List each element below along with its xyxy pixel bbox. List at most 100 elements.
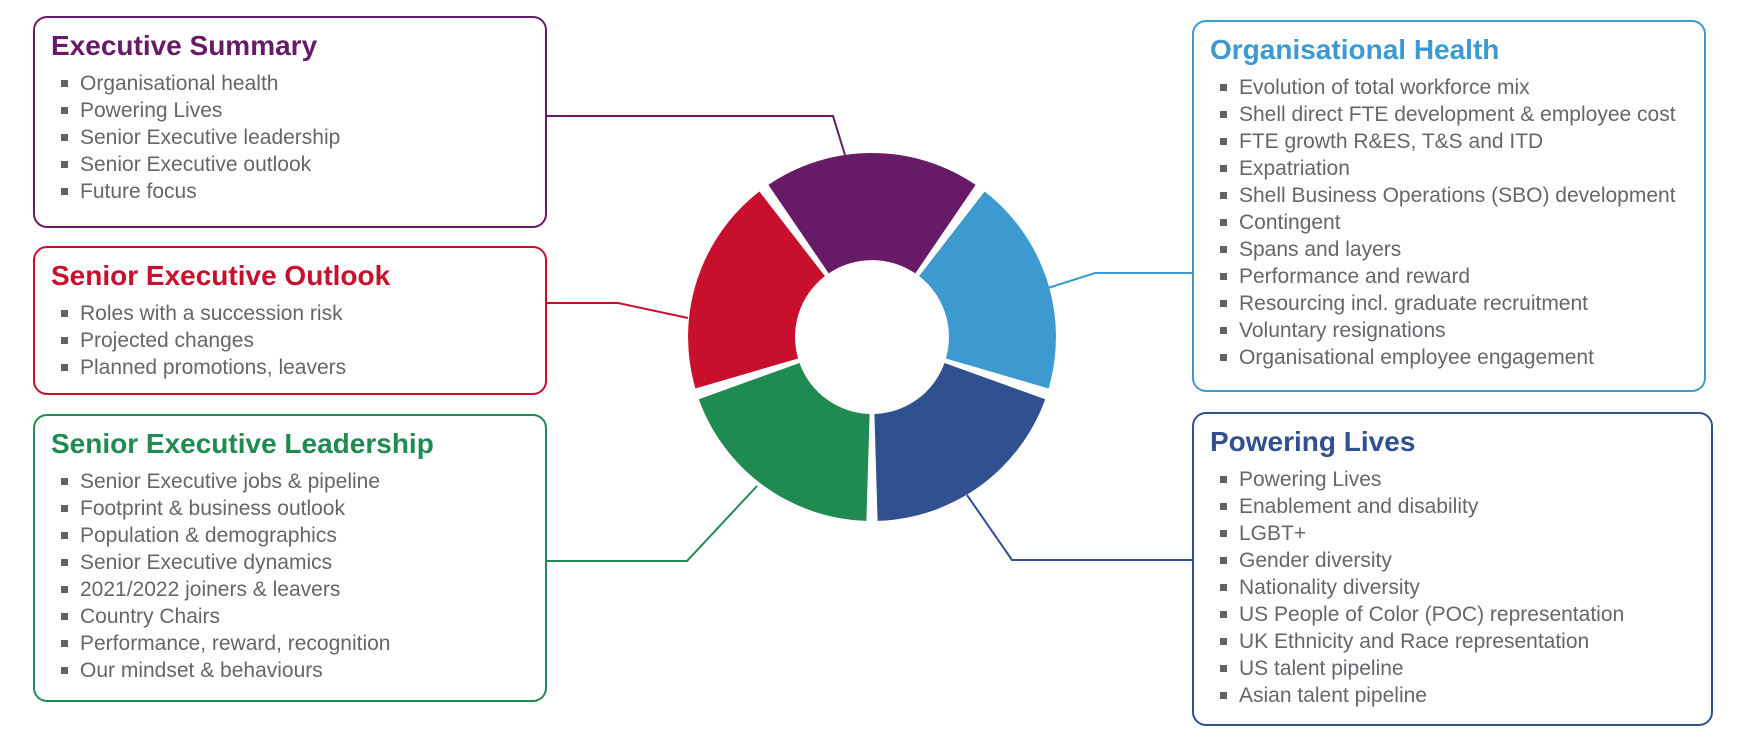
bullet-square-icon (1220, 138, 1227, 145)
bullet-square-icon (61, 107, 68, 114)
card-senior-executive-outlook: Senior Executive Outlook Roles with a su… (33, 246, 547, 395)
list-item: Roles with a succession risk (61, 300, 531, 327)
list-item: Evolution of total workforce mix (1220, 74, 1690, 101)
list-item: Powering Lives (61, 97, 531, 124)
list-item-text: Shell Business Operations (SBO) developm… (1239, 184, 1676, 207)
bullet-square-icon (61, 640, 68, 647)
bullet-square-icon (61, 364, 68, 371)
bullet-square-icon (61, 586, 68, 593)
list-item-text: Population & demographics (80, 524, 337, 547)
card-title-senior-executive-outlook: Senior Executive Outlook (51, 260, 391, 291)
list-item-text: Country Chairs (80, 605, 221, 628)
list-item-text: Senior Executive leadership (80, 126, 341, 149)
list-item-text: Evolution of total workforce mix (1239, 76, 1530, 99)
donut-segment-senior-executive-leadership (698, 363, 870, 521)
list-item: UK Ethnicity and Race representation (1220, 628, 1697, 655)
list-item: FTE growth R&ES, T&S and ITD (1220, 128, 1690, 155)
list-item: Senior Executive outlook (61, 151, 531, 178)
list-item: Senior Executive jobs & pipeline (61, 468, 531, 495)
list-item-text: Performance and reward (1239, 265, 1471, 288)
card-title-senior-executive-leadership: Senior Executive Leadership (51, 428, 434, 459)
list-item: Contingent (1220, 209, 1690, 236)
list-item-text: Gender diversity (1239, 549, 1392, 572)
bullet-square-icon (1220, 300, 1227, 307)
list-item: Future focus (61, 178, 531, 205)
bullet-square-icon (1220, 354, 1227, 361)
connector-powering-lives (966, 494, 1192, 561)
card-title-executive-summary: Executive Summary (51, 30, 318, 61)
bullet-square-icon (1220, 584, 1227, 591)
bullet-square-icon (61, 613, 68, 620)
list-item-text: Shell direct FTE development & employee … (1239, 103, 1676, 126)
bullet-square-icon (1220, 192, 1227, 199)
list-item-text: Projected changes (80, 329, 254, 352)
list-item-text: US People of Color (POC) representation (1239, 603, 1625, 626)
list-item-text: Future focus (80, 180, 197, 203)
bullet-square-icon (61, 310, 68, 317)
list-item: US talent pipeline (1220, 655, 1697, 682)
list-item-text: Footprint & business outlook (80, 497, 345, 520)
list-item: Powering Lives (1220, 466, 1697, 493)
list-item: Nationality diversity (1220, 574, 1697, 601)
list-item-text: LGBT+ (1239, 522, 1307, 545)
list-item: Performance and reward (1220, 263, 1690, 290)
list-item-text: UK Ethnicity and Race representation (1239, 630, 1590, 653)
list-item: Asian talent pipeline (1220, 682, 1697, 709)
bullet-square-icon (1220, 611, 1227, 618)
connector-executive-summary (547, 115, 846, 156)
bullet-square-icon (61, 188, 68, 195)
bullet-square-icon (1220, 246, 1227, 253)
list-item-text: Senior Executive dynamics (80, 551, 333, 574)
bullet-square-icon (61, 532, 68, 539)
bullet-square-icon (1220, 111, 1227, 118)
bullet-square-icon (61, 161, 68, 168)
list-item-text: Organisational health (80, 72, 279, 95)
donut-segment-powering-lives (874, 363, 1046, 521)
bullet-square-icon (1220, 503, 1227, 510)
bullet-square-icon (1220, 530, 1227, 537)
bullet-square-icon (1220, 665, 1227, 672)
list-item-text: Organisational employee engagement (1239, 346, 1594, 369)
list-item: Spans and layers (1220, 236, 1690, 263)
list-item: Country Chairs (61, 603, 531, 630)
donut-segment-executive-summary (768, 152, 976, 274)
list-item-text: Expatriation (1239, 157, 1350, 180)
connector-organisational-health (1047, 272, 1192, 289)
list-item: Our mindset & behaviours (61, 657, 531, 684)
bullet-square-icon (1220, 327, 1227, 334)
list-item-text: Spans and layers (1239, 238, 1402, 261)
bullet-square-icon (1220, 476, 1227, 483)
list-item-text: Senior Executive outlook (80, 153, 312, 176)
list-item-text: Roles with a succession risk (80, 302, 343, 325)
bullet-square-icon (61, 80, 68, 87)
card-title-organisational-health: Organisational Health (1210, 34, 1500, 65)
bullet-square-icon (1220, 84, 1227, 91)
list-item: Planned promotions, leavers (61, 354, 531, 381)
list-item-text: Voluntary resignations (1239, 319, 1446, 342)
card-organisational-health: Organisational Health Evolution of total… (1192, 20, 1706, 392)
bullet-square-icon (1220, 692, 1227, 699)
donut-segment-organisational-health (919, 191, 1056, 389)
bullet-square-icon (61, 337, 68, 344)
bullet-square-icon (1220, 638, 1227, 645)
bullet-square-icon (1220, 273, 1227, 280)
card-senior-executive-leadership: Senior Executive Leadership Senior Execu… (33, 414, 547, 702)
list-item: Enablement and disability (1220, 493, 1697, 520)
list-item: Shell direct FTE development & employee … (1220, 101, 1690, 128)
bullet-square-icon (1220, 165, 1227, 172)
bullet-square-icon (61, 559, 68, 566)
list-item-text: Planned promotions, leavers (80, 356, 347, 379)
list-item: Gender diversity (1220, 547, 1697, 574)
list-item: Footprint & business outlook (61, 495, 531, 522)
donut-segment-senior-executive-outlook (688, 191, 825, 389)
list-item: Shell Business Operations (SBO) developm… (1220, 182, 1690, 209)
list-item: Organisational employee engagement (1220, 344, 1690, 371)
list-item: Projected changes (61, 327, 531, 354)
